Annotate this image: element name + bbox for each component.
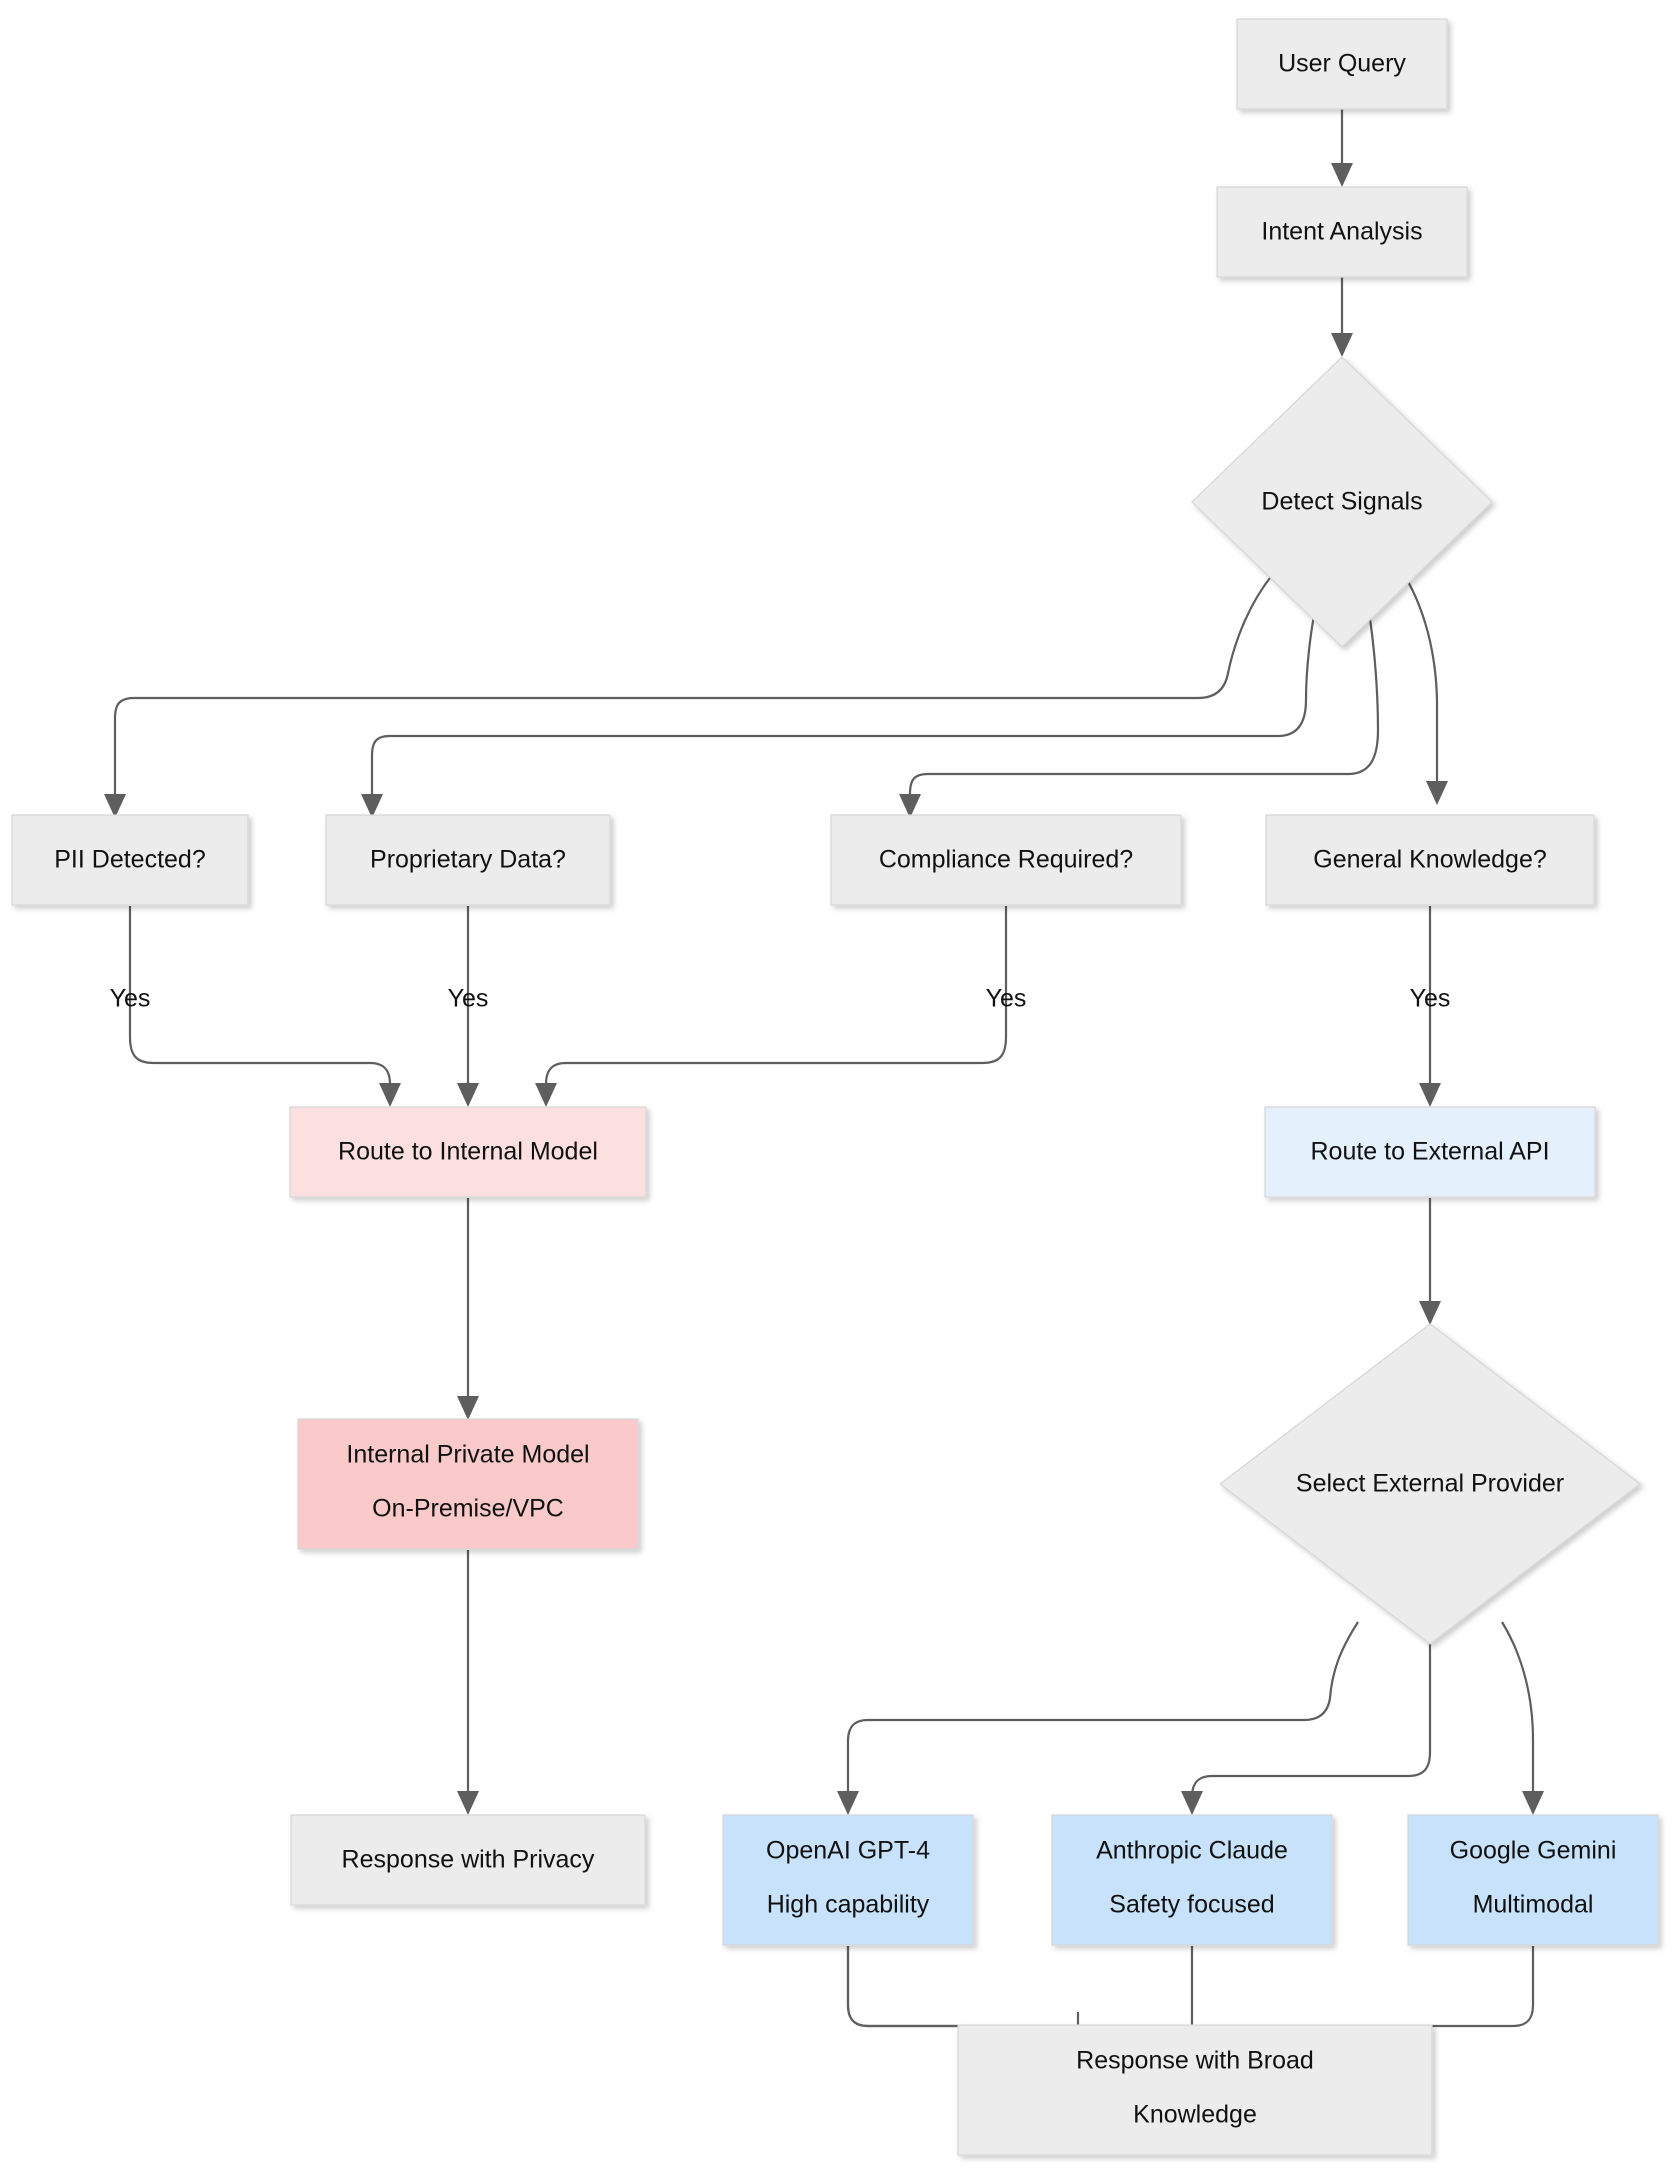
edge-select-provider-to-openai-gpt4 (837, 1621, 1359, 1815)
node-select-provider[interactable]: Select External Provider (1219, 1323, 1641, 1645)
node-internal-model[interactable]: Internal Private Model On-Premise/VPC (297, 1418, 639, 1550)
node-response-privacy-label: Response with Privacy (342, 1846, 595, 1874)
node-response-privacy[interactable]: Response with Privacy (290, 1814, 646, 1906)
edge-select-provider-to-anthropic-claude (1181, 1644, 1432, 1815)
edge-detect-signals-to-compliance-required (899, 595, 1380, 818)
edge-label-yes-compliance: Yes (986, 985, 1027, 1013)
edge-select-provider-to-google-gemini (1501, 1621, 1544, 1815)
node-pii-detected[interactable]: PII Detected? (11, 814, 249, 906)
node-compliance-required[interactable]: Compliance Required? (830, 814, 1182, 906)
node-route-internal[interactable]: Route to Internal Model (289, 1106, 647, 1198)
node-google-gemini[interactable]: Google Gemini Multimodal (1407, 1814, 1659, 1946)
edge-route-external-to-select-provider (1419, 1198, 1441, 1325)
node-user-query-label: User Query (1278, 50, 1406, 78)
node-response-broad-label-line1: Response with Broad (1076, 2047, 1314, 2075)
edge-pii-detected-to-route-internal (128, 906, 401, 1107)
node-intent-analysis-label: Intent Analysis (1261, 218, 1422, 246)
edge-label-yes-proprietary: Yes (448, 985, 489, 1013)
node-openai-gpt4-label-line2: High capability (767, 1891, 930, 1919)
edge-label-layer: Yes Yes Yes Yes (110, 985, 1451, 1013)
node-compliance-required-label: Compliance Required? (879, 846, 1133, 874)
node-general-knowledge[interactable]: General Knowledge? (1265, 814, 1595, 906)
node-anthropic-claude-label-line1: Anthropic Claude (1096, 1837, 1288, 1865)
node-proprietary-data[interactable]: Proprietary Data? (325, 814, 611, 906)
node-intent-analysis[interactable]: Intent Analysis (1216, 186, 1468, 278)
edge-compliance-required-to-route-internal (535, 906, 1008, 1107)
node-response-broad-label-line2: Knowledge (1133, 2101, 1257, 2129)
node-anthropic-claude[interactable]: Anthropic Claude Safety focused (1051, 1814, 1333, 1946)
edge-detect-signals-to-proprietary-data (361, 595, 1320, 818)
edge-detect-signals-to-general-knowledge (1399, 567, 1448, 805)
node-openai-gpt4-label-line1: OpenAI GPT-4 (766, 1837, 930, 1865)
edge-internal-model-to-response-privacy (457, 1550, 479, 1815)
node-internal-model-label-line2: On-Premise/VPC (372, 1495, 564, 1523)
node-select-provider-label: Select External Provider (1296, 1470, 1564, 1498)
edge-detect-signals-to-pii-detected (104, 567, 1279, 818)
node-route-internal-label: Route to Internal Model (338, 1138, 598, 1166)
edge-route-internal-to-internal-model (457, 1198, 479, 1420)
edge-user-query-to-intent-analysis (1331, 109, 1353, 187)
edge-label-yes-pii: Yes (110, 985, 151, 1013)
node-detect-signals-label: Detect Signals (1261, 488, 1422, 516)
node-route-external-label: Route to External API (1310, 1138, 1549, 1166)
node-openai-gpt4[interactable]: OpenAI GPT-4 High capability (722, 1814, 974, 1946)
node-general-knowledge-label: General Knowledge? (1313, 846, 1547, 874)
edge-intent-analysis-to-detect-signals (1331, 277, 1353, 357)
node-google-gemini-label-line1: Google Gemini (1450, 1837, 1617, 1865)
edge-proprietary-data-to-route-internal (457, 906, 479, 1107)
node-google-gemini-label-line2: Multimodal (1473, 1891, 1594, 1919)
edge-general-knowledge-to-route-external (1419, 906, 1441, 1107)
node-internal-model-label-line1: Internal Private Model (346, 1441, 589, 1469)
node-proprietary-data-label: Proprietary Data? (370, 846, 566, 874)
node-user-query[interactable]: User Query (1236, 18, 1448, 110)
node-response-broad[interactable]: Response with Broad Knowledge (957, 2024, 1433, 2156)
node-route-external[interactable]: Route to External API (1264, 1106, 1596, 1198)
node-anthropic-claude-label-line2: Safety focused (1109, 1891, 1274, 1919)
node-detect-signals[interactable]: Detect Signals (1191, 356, 1493, 648)
edge-label-yes-general: Yes (1410, 985, 1451, 1013)
node-pii-detected-label: PII Detected? (54, 846, 205, 874)
node-layer: User Query Intent Analysis Detect Signal… (11, 18, 1659, 2156)
